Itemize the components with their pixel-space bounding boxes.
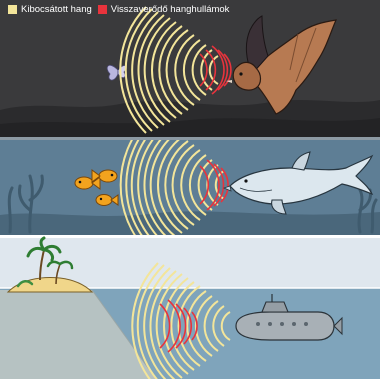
legend-item-reflected: Visszaverődő hanghullámok [98,4,230,15]
legend-swatch-reflected [98,5,107,14]
legend-label-emitted: Kibocsátott hang [21,4,92,15]
legend-label-reflected: Visszaverődő hanghullámok [111,4,230,15]
legend-item-emitted: Kibocsátott hang [8,4,92,15]
legend-swatch-emitted [8,5,17,14]
legend: Kibocsátott hang Visszaverődő hanghullám… [8,4,229,15]
panel-submarine [0,238,380,379]
panel-bat [0,0,380,140]
